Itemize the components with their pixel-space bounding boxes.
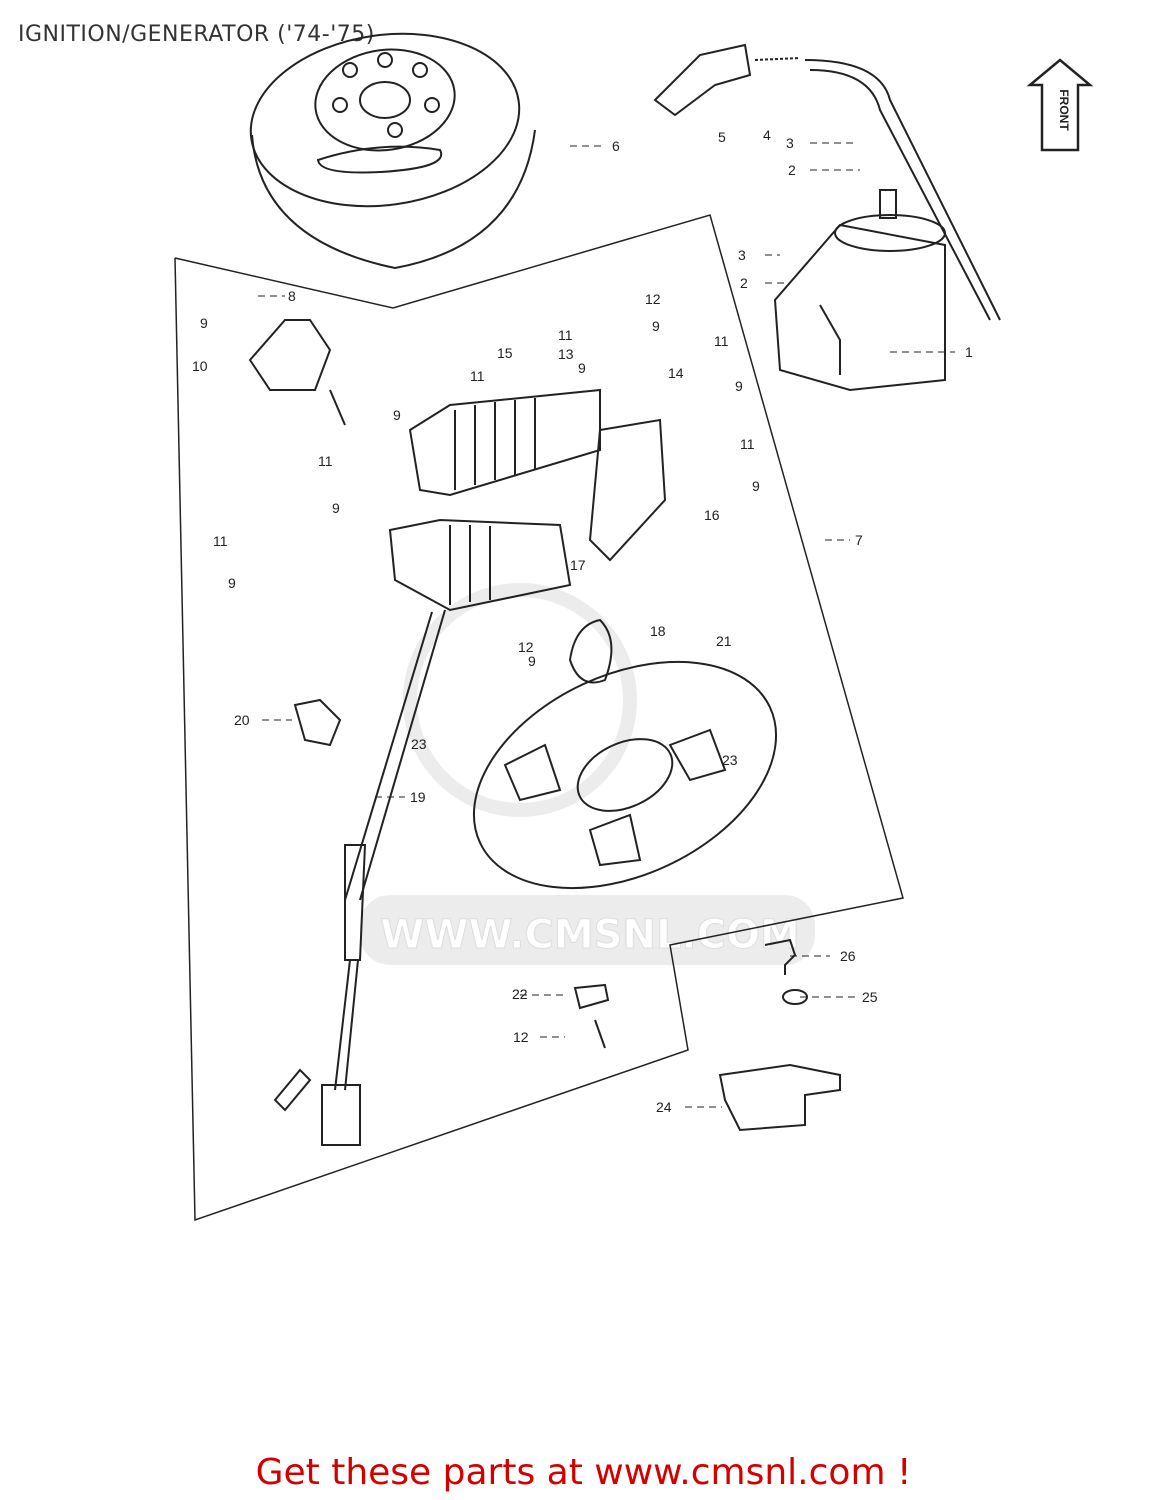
group-boundary <box>174 214 904 1222</box>
callout-8: 8 <box>288 288 296 304</box>
callout-11c: 11 <box>470 368 485 384</box>
watermark: WWW.CMSNL.COM <box>360 583 815 965</box>
callout-11d: 11 <box>740 436 755 452</box>
ignition-coil-part <box>773 189 946 392</box>
callout-24: 24 <box>656 1099 672 1115</box>
callout-9b: 9 <box>652 318 660 334</box>
front-marker: FRONT <box>1057 89 1071 131</box>
leader-lines <box>258 142 955 1108</box>
callout-11f: 11 <box>213 533 228 549</box>
callout-3a: 3 <box>786 135 794 151</box>
callout-5: 5 <box>718 129 726 145</box>
callout-19: 19 <box>410 789 426 805</box>
callout-14: 14 <box>668 365 684 381</box>
callout-11e: 11 <box>318 453 333 469</box>
callout-4: 4 <box>763 127 771 143</box>
page-title: IGNITION/GENERATOR ('74-'75) <box>18 22 375 47</box>
callout-9c: 9 <box>578 360 586 376</box>
callout-12b: 12 <box>518 639 534 655</box>
callout-12a: 12 <box>645 291 661 307</box>
callout-9a: 9 <box>200 315 208 331</box>
callout-26: 26 <box>840 948 856 964</box>
cmsnl-link[interactable]: Get these parts at www.cmsnl.com ! <box>255 1452 912 1493</box>
callout-1: 1 <box>965 344 973 360</box>
callout-15: 15 <box>497 345 513 361</box>
callout-11b: 11 <box>714 333 729 349</box>
front-arrow: FRONT <box>1026 58 1094 152</box>
base-plate-part <box>472 660 778 890</box>
callout-10: 10 <box>192 358 208 374</box>
plug-cap-part <box>653 43 1001 321</box>
callout-9e: 9 <box>393 407 401 423</box>
callout-20: 20 <box>234 712 250 728</box>
callout-11a: 11 <box>558 327 573 343</box>
cam-part <box>293 698 342 747</box>
callout-22: 22 <box>512 986 528 1002</box>
callout-9f: 9 <box>332 500 340 516</box>
callout-17: 17 <box>570 557 586 573</box>
callout-13: 13 <box>558 346 574 362</box>
callout-18: 18 <box>650 623 666 639</box>
callout-7: 7 <box>855 532 863 548</box>
callout-21: 21 <box>716 633 732 649</box>
wire-harness-part <box>273 844 367 1146</box>
callout-2b: 2 <box>740 275 748 291</box>
callout-3b: 3 <box>738 247 746 263</box>
callout-2a: 2 <box>788 162 796 178</box>
callout-9g: 9 <box>752 478 760 494</box>
callout-25: 25 <box>862 989 878 1005</box>
flywheel-part <box>249 32 536 270</box>
contact-breaker-part <box>248 319 346 426</box>
callout-9i: 9 <box>528 653 536 669</box>
callout-labels: 1 2 2 3 3 4 5 6 7 8 9 9 9 9 9 9 9 9 9 10… <box>192 127 973 1115</box>
small-parts <box>573 938 841 1132</box>
watermark-text: WWW.CMSNL.COM <box>380 912 800 958</box>
stator-coils-part <box>344 388 667 901</box>
callout-23b: 23 <box>722 752 738 768</box>
callout-9h: 9 <box>228 575 236 591</box>
callout-6: 6 <box>612 138 620 154</box>
callout-16: 16 <box>704 507 720 523</box>
parts-diagram: WWW.CMSNL.COM FRONT <box>174 32 1094 1222</box>
callout-9d: 9 <box>735 378 743 394</box>
callout-23a: 23 <box>411 736 427 752</box>
callout-12c: 12 <box>513 1029 529 1045</box>
